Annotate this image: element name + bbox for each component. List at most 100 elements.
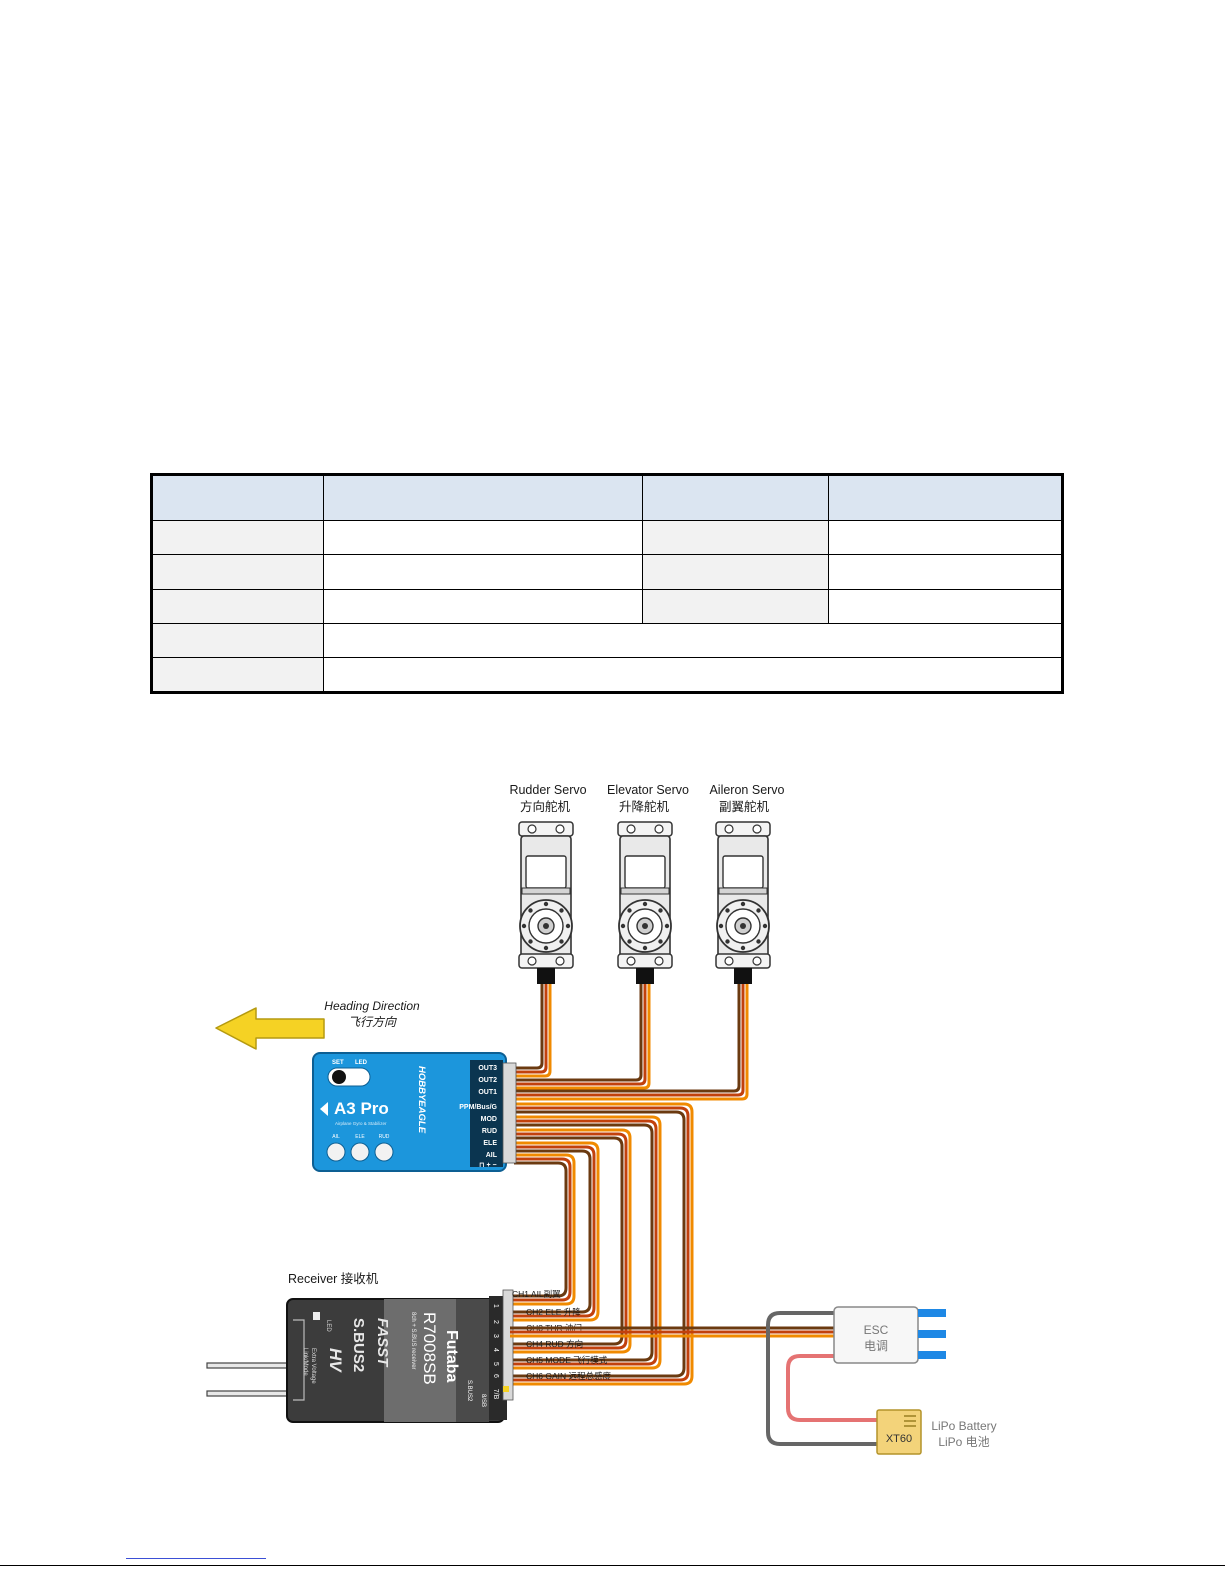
sbus2-logo: S.BUS2: [350, 1318, 367, 1372]
ail-gain-knob[interactable]: [326, 1142, 346, 1162]
flight-controller: SET LED A3 Pro Airplane Gyro & Stabilize…: [312, 1052, 517, 1172]
battery-label-zh: LiPo 电池: [938, 1435, 989, 1449]
battery-wires: [766, 1311, 880, 1446]
table-cell: [828, 554, 1063, 590]
receiver-desc: 8ch + S.BUS receiver: [410, 1312, 416, 1370]
knob-label: ELE: [355, 1134, 365, 1140]
knob-label: AIL: [332, 1134, 340, 1140]
channel-label: CH5 MODE 飞行模式: [526, 1355, 608, 1365]
elevator-servo: [617, 821, 673, 985]
rudder-servo: [518, 821, 574, 985]
servo-wires: [514, 984, 749, 1101]
wiring-diagram: Rudder Servo 方向舵机 Elevator Servo 升降舵机 Ai…: [206, 783, 997, 1455]
receiver-brand: Futaba: [443, 1330, 460, 1383]
port-number: 4: [492, 1348, 499, 1352]
servo-label-en: Rudder Servo: [509, 783, 586, 797]
esc-label-zh: 电调: [864, 1339, 888, 1353]
port-label: AIL: [486, 1152, 498, 1159]
table-cell: [151, 554, 324, 590]
fasst-logo: FASST: [374, 1318, 391, 1368]
extra-voltage-label: Extra Voltage: [310, 1348, 316, 1384]
receiver-title: Receiver 接收机: [288, 1271, 379, 1286]
receiver-wires: [510, 1102, 694, 1386]
port-label: PPM/Bus/G: [459, 1104, 497, 1111]
footer-rule: [0, 1565, 1225, 1566]
link-mode-button[interactable]: [313, 1312, 320, 1320]
port-number: 5: [492, 1362, 499, 1366]
hv-logo: HV: [326, 1348, 345, 1373]
port-number: 6: [492, 1374, 499, 1378]
port-label: MOD: [481, 1116, 497, 1123]
table-cell: [151, 622, 324, 658]
servo-label-en: Aileron Servo: [709, 783, 784, 797]
battery-label-en: LiPo Battery: [931, 1419, 996, 1433]
table-cell: [323, 520, 643, 556]
table-cell: [323, 622, 1063, 658]
heading-label-en: Heading Direction: [324, 999, 420, 1013]
port-label: OUT2: [478, 1077, 497, 1084]
table-cell: [828, 588, 1063, 624]
table-cell: [828, 520, 1063, 556]
controller-brand: HOBBYEAGLE: [416, 1066, 427, 1134]
servo-label-zh: 方向舵机: [520, 799, 571, 814]
controller-led-label: LED: [355, 1060, 368, 1066]
throttle-wire: [510, 1326, 834, 1338]
table-row: [151, 622, 1063, 658]
rud-gain-knob[interactable]: [374, 1142, 394, 1162]
esc-label-en: ESC: [864, 1323, 889, 1337]
antennas: [206, 1362, 290, 1397]
sbus2-port-label: S.BUS2: [466, 1380, 472, 1402]
knob-label: RUD: [379, 1134, 390, 1140]
wire-out1: [514, 984, 741, 1093]
servo-label-en: Elevator Servo: [607, 783, 689, 797]
table-cell: [323, 554, 643, 590]
servo-label-zh: 副翼舵机: [719, 799, 770, 814]
xt60-label: XT60: [886, 1433, 912, 1445]
ele-gain-knob[interactable]: [350, 1142, 370, 1162]
port-number: 7/B: [492, 1389, 499, 1400]
table-cell: [642, 554, 829, 590]
link-mode-label: Link/Mode: [302, 1348, 308, 1376]
led-label: LED: [325, 1320, 331, 1332]
table-cell: [642, 588, 829, 624]
heading-label-zh: 飞行方向: [348, 1015, 397, 1029]
channel-label: CH2 ELE 升降: [526, 1307, 581, 1317]
port-label: 8/SB: [480, 1394, 486, 1407]
table-cell: [151, 656, 324, 694]
port-label: OUT3: [478, 1065, 497, 1072]
wire-out2: [514, 984, 643, 1082]
table-cell: [323, 473, 643, 522]
esc: [833, 1306, 946, 1364]
channel-label: CH1 AIL副翼: [512, 1289, 561, 1299]
footer-link-underline[interactable]: [126, 1558, 266, 1559]
port-label: RUD: [482, 1128, 497, 1135]
table-cell: [151, 520, 324, 556]
table-cell: [151, 473, 324, 522]
wire-out3: [514, 984, 544, 1070]
receiver: Futaba R7008SB 8ch + S.BUS receiver FASS…: [286, 1289, 514, 1423]
table-cell: [323, 656, 1063, 694]
spec-table: [150, 473, 1064, 694]
table-row: [151, 656, 1063, 694]
channel-label: CH4 RUD 方向: [526, 1339, 583, 1349]
controller-set-label: SET: [332, 1060, 344, 1066]
table-cell: [151, 588, 324, 624]
receiver-model: R7008SB: [420, 1312, 439, 1385]
xt60-connector: [876, 1409, 922, 1455]
port-label: ELE: [483, 1140, 497, 1147]
controller-model: A3 Pro: [334, 1099, 389, 1118]
table-cell: [828, 473, 1063, 522]
channel-label: CH6 GAIN 远程总感度: [526, 1371, 612, 1381]
port-number: 3: [492, 1334, 499, 1338]
table-header-row: [151, 473, 1063, 522]
servo-label-zh: 升降舵机: [619, 799, 670, 814]
table-cell: [323, 588, 643, 624]
table-cell: [642, 473, 829, 522]
table-cell: [642, 520, 829, 556]
table-row: [151, 588, 1063, 624]
heading-arrow-icon: [215, 1007, 325, 1050]
port-label: OUT1: [478, 1089, 497, 1096]
table-row: [151, 554, 1063, 590]
table-row: [151, 520, 1063, 556]
port-number: 1: [492, 1304, 499, 1308]
